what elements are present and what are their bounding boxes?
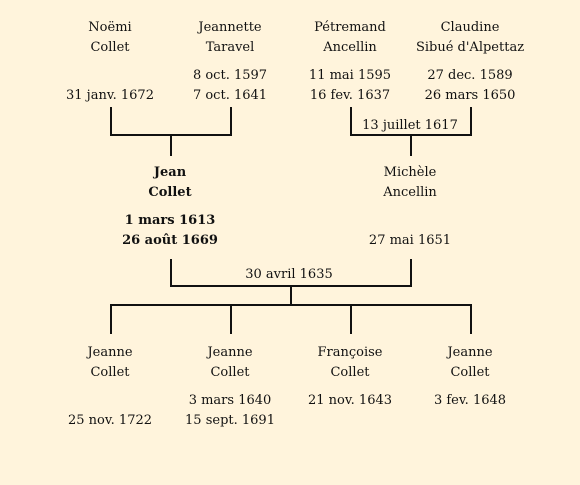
descent-line xyxy=(410,134,412,156)
person-mother[interactable]: Michèle Ancellin 27 mai 1651 xyxy=(345,163,475,248)
person-death-date: 26 mars 1650 xyxy=(424,88,516,103)
person-child-2[interactable]: Jeanne Collet 3 mars 1640 15 sept. 1691 xyxy=(165,343,295,428)
person-first-name: Jeanne xyxy=(207,345,253,360)
person-grandfather-maternal[interactable]: Pétremand Ancellin 11 mai 1595 16 fev. 1… xyxy=(285,18,415,103)
sibling-line xyxy=(110,304,472,306)
person-last-name: Taravel xyxy=(205,40,255,55)
child-drop-line xyxy=(230,304,232,334)
connector-line xyxy=(470,107,472,136)
person-last-name: Ancellin xyxy=(383,185,437,200)
person-birth-date: 3 fev. 1648 xyxy=(433,393,507,408)
connector-line xyxy=(350,107,352,136)
person-child-4[interactable]: Jeanne Collet 3 fev. 1648 xyxy=(405,343,535,408)
connector-line xyxy=(230,107,232,136)
person-first-name: Jeanne xyxy=(87,345,133,360)
person-last-name: Collet xyxy=(450,365,490,380)
person-father[interactable]: Jean Collet 1 mars 1613 26 août 1669 xyxy=(105,163,235,248)
person-death-date: 25 nov. 1722 xyxy=(67,413,153,428)
person-first-name: Pétremand xyxy=(314,20,386,35)
person-birth-date: 1 mars 1613 xyxy=(124,213,216,228)
person-last-name: Collet xyxy=(90,40,130,55)
person-birth-date xyxy=(45,66,175,86)
person-last-name: Collet xyxy=(330,365,370,380)
person-death-date: 16 fev. 1637 xyxy=(309,88,391,103)
person-first-name: Claudine xyxy=(440,20,500,35)
person-birth-date: 8 oct. 1597 xyxy=(192,68,268,83)
person-grandmother-paternal[interactable]: Jeannette Taravel 8 oct. 1597 7 oct. 164… xyxy=(165,18,295,103)
person-birth-date xyxy=(45,391,175,411)
person-last-name: Ancellin xyxy=(323,40,377,55)
child-drop-line xyxy=(350,304,352,334)
person-first-name: Françoise xyxy=(317,345,383,360)
person-death-date xyxy=(405,411,535,431)
person-death-date: 27 mai 1651 xyxy=(368,233,452,248)
person-first-name: Jean xyxy=(153,165,187,180)
person-birth-date: 27 dec. 1589 xyxy=(427,68,513,83)
person-birth-date xyxy=(345,211,475,231)
person-last-name: Sibué d'Alpettaz xyxy=(415,40,525,55)
person-death-date: 15 sept. 1691 xyxy=(185,413,275,428)
person-child-1[interactable]: Jeanne Collet 25 nov. 1722 xyxy=(45,343,175,428)
marriage-date-parents: 30 avril 1635 xyxy=(245,267,333,282)
connector-line xyxy=(170,259,172,287)
person-last-name: Collet xyxy=(90,365,130,380)
person-grandfather-paternal[interactable]: Noëmi Collet 31 janv. 1672 xyxy=(45,18,175,103)
person-death-date: 7 oct. 1641 xyxy=(192,88,268,103)
descent-line xyxy=(290,285,292,305)
person-last-name: Collet xyxy=(210,365,250,380)
person-death-date: 31 janv. 1672 xyxy=(66,88,154,103)
person-first-name: Jeannette xyxy=(198,20,262,35)
person-first-name: Noëmi xyxy=(88,20,132,35)
person-grandmother-maternal[interactable]: Claudine Sibué d'Alpettaz 27 dec. 1589 2… xyxy=(405,18,535,103)
child-drop-line xyxy=(470,304,472,334)
person-child-3[interactable]: Françoise Collet 21 nov. 1643 xyxy=(285,343,415,408)
person-birth-date: 21 nov. 1643 xyxy=(307,393,393,408)
person-first-name: Jeanne xyxy=(447,345,493,360)
connector-line xyxy=(110,107,112,136)
person-birth-date: 3 mars 1640 xyxy=(188,393,272,408)
person-death-date xyxy=(285,411,415,431)
person-death-date: 26 août 1669 xyxy=(122,233,218,248)
child-drop-line xyxy=(110,304,112,334)
person-birth-date: 11 mai 1595 xyxy=(308,68,392,83)
marriage-date-maternal-grandparents: 13 juillet 1617 xyxy=(362,118,458,133)
person-first-name: Michèle xyxy=(383,165,437,180)
person-last-name: Collet xyxy=(148,185,192,200)
connector-line xyxy=(410,259,412,287)
descent-line xyxy=(170,134,172,156)
